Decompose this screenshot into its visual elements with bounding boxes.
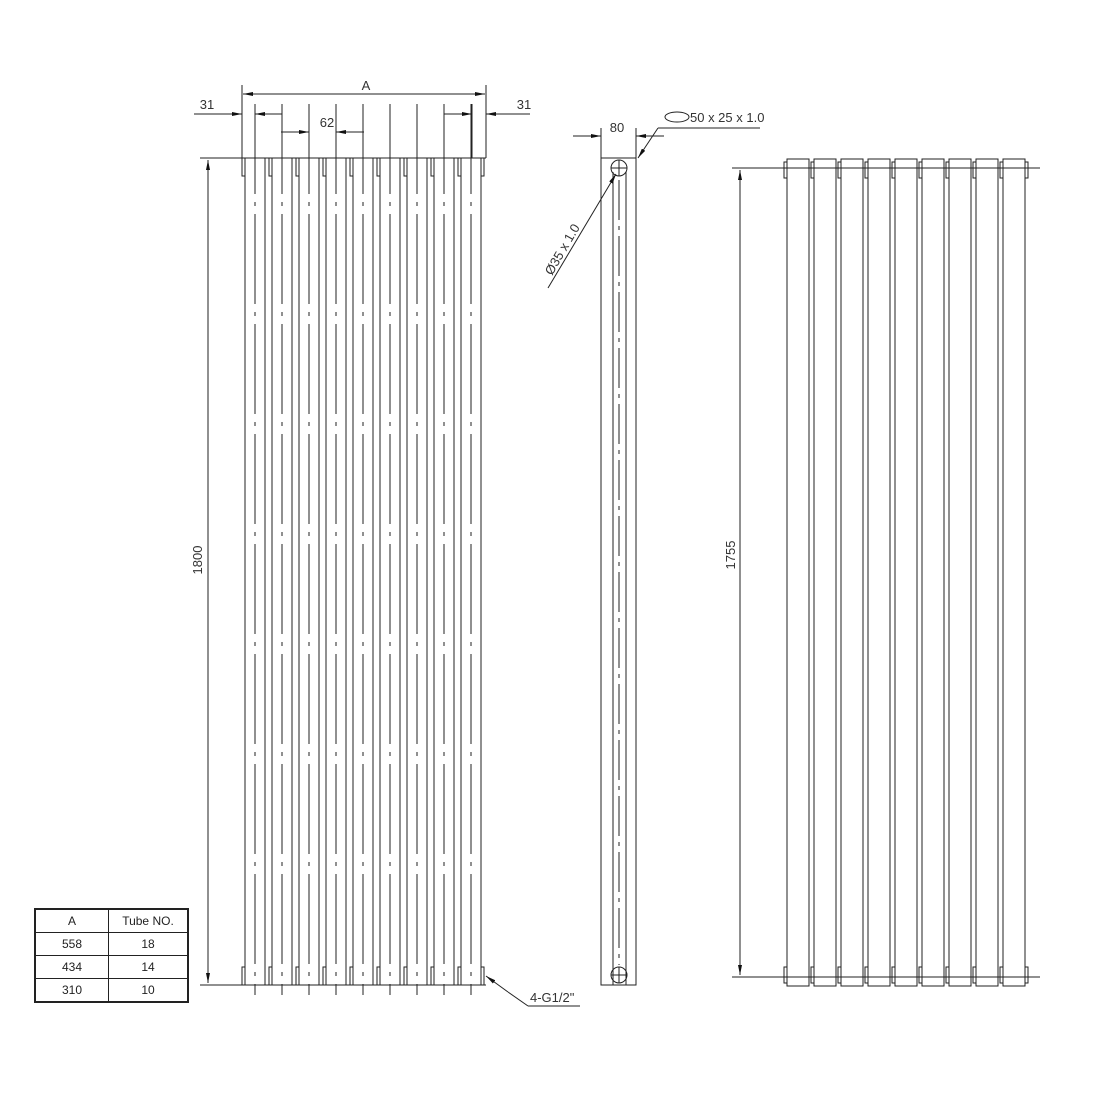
front-tube xyxy=(349,104,374,995)
side-view xyxy=(547,111,760,986)
dimension-a-label: A xyxy=(362,78,371,93)
rear-tube xyxy=(810,158,837,987)
dimension-right-offset-label: 31 xyxy=(517,97,531,112)
dimension-rear-height-label: 1755 xyxy=(723,541,738,570)
rear-tube xyxy=(999,158,1026,987)
front-view-tubes xyxy=(241,104,485,995)
front-tube xyxy=(376,104,401,995)
table-cell-a: 310 xyxy=(34,978,109,1003)
rear-tube xyxy=(837,158,864,987)
table-header-tube-no: Tube NO. xyxy=(108,908,189,933)
front-tube xyxy=(268,104,293,995)
front-tube xyxy=(457,104,482,995)
table-row: 434 14 xyxy=(34,955,189,979)
dimension-left-offset-label: 31 xyxy=(200,97,214,112)
table-header-a: A xyxy=(34,908,109,933)
rear-view-tubes xyxy=(783,158,1029,987)
table-cell-a: 434 xyxy=(34,955,109,979)
front-tube xyxy=(241,104,266,995)
tube-size-label: Ø35 x 1.0 xyxy=(542,221,583,277)
front-tube xyxy=(403,104,428,995)
rear-tube xyxy=(945,158,972,987)
dimension-pitch-label: 62 xyxy=(320,115,334,130)
header-size-label: 50 x 25 x 1.0 xyxy=(690,110,764,125)
dimension-depth-label: 80 xyxy=(610,120,624,135)
connection-label: 4-G1/2" xyxy=(530,990,575,1005)
table-cell-a: 558 xyxy=(34,932,109,956)
table-row: 558 18 xyxy=(34,932,189,956)
table-cell-tube-no: 18 xyxy=(108,932,189,956)
front-tube xyxy=(430,104,455,995)
rear-tube xyxy=(783,158,810,987)
table-row: 310 10 xyxy=(34,978,189,1003)
table-cell-tube-no: 10 xyxy=(108,978,189,1003)
rear-tube xyxy=(972,158,999,987)
rear-view xyxy=(732,158,1040,987)
table-cell-tube-no: 14 xyxy=(108,955,189,979)
front-tube xyxy=(295,104,320,995)
front-tube xyxy=(322,104,347,995)
dimension-height-label: 1800 xyxy=(190,546,205,575)
rear-tube xyxy=(864,158,891,987)
rear-tube xyxy=(891,158,918,987)
size-table: A Tube NO. 558 18 434 14 310 10 xyxy=(34,908,189,1003)
rear-tube xyxy=(918,158,945,987)
table-header-row: A Tube NO. xyxy=(34,908,189,933)
front-view xyxy=(194,85,580,1007)
